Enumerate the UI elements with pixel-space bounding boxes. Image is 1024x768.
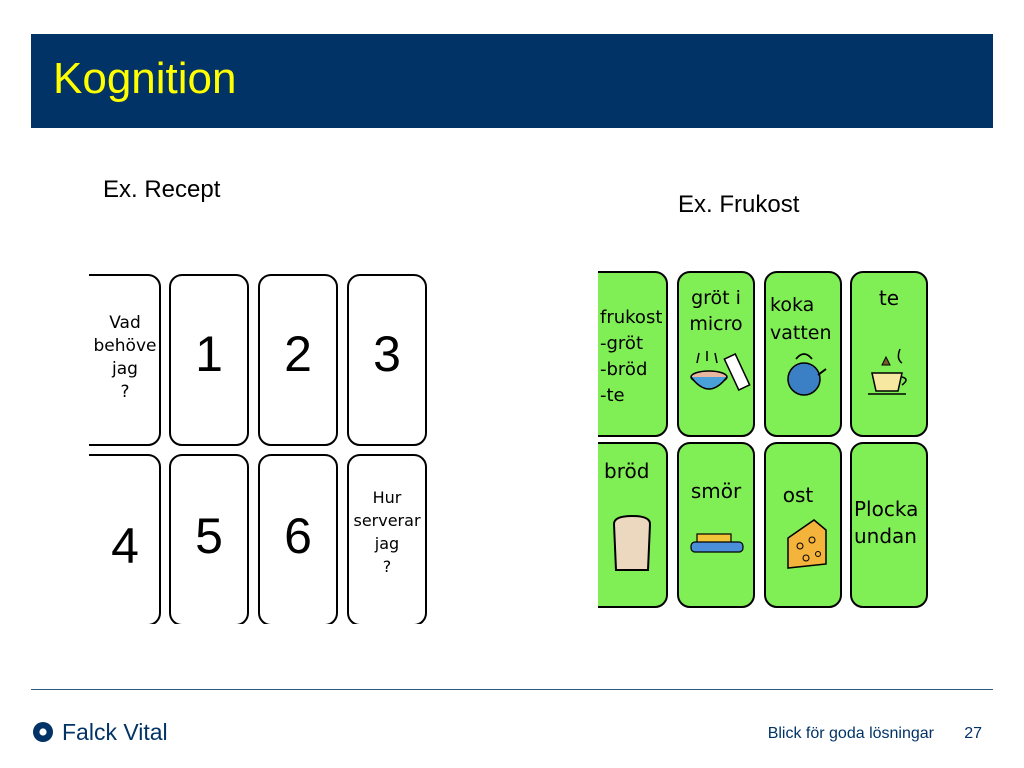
teacup-icon	[868, 348, 907, 395]
frukost-card-butter: smör	[677, 442, 755, 608]
cheese-icon	[787, 519, 827, 569]
kettle-icon	[787, 353, 827, 396]
bread-slice-icon	[612, 514, 652, 571]
card-number: 6	[284, 508, 312, 564]
card-text: smör	[690, 479, 742, 503]
footer-divider	[31, 689, 993, 690]
card-text: Vad behöve jag ?	[93, 313, 157, 402]
brand-name: Falck Vital	[62, 719, 168, 745]
card-text: gröt i micro	[689, 287, 743, 335]
card-number: 1	[195, 326, 223, 382]
card-text: ost	[782, 483, 814, 507]
card-text: Plocka undan	[854, 497, 919, 548]
page-number: 27	[964, 725, 982, 742]
recept-card-question-serve: Hur serverar jag ?	[347, 454, 427, 624]
frukost-card-boil-water: koka vatten	[764, 271, 842, 437]
recept-card-6: 6	[258, 454, 338, 624]
butter-icon	[690, 533, 744, 553]
card-text: te	[878, 286, 900, 310]
title-bar: Kognition	[31, 34, 993, 128]
card-number: 2	[284, 326, 312, 382]
recept-board: Vad behöve jag ? 1 2 3 4 5 6 Hur servera…	[89, 272, 433, 624]
card-text: frukost -gröt -bröd -te	[600, 307, 663, 406]
frukost-board: frukost -gröt -bröd -te gröt i micro kok…	[598, 270, 930, 610]
card-text: bröd	[604, 459, 650, 483]
recept-card-5: 5	[169, 454, 249, 624]
card-number: 3	[373, 326, 401, 382]
frukost-card-clear-away: Plocka undan	[850, 442, 928, 608]
frukost-card-menu: frukost -gröt -bröd -te	[598, 271, 668, 437]
recept-card-question-need: Vad behöve jag ?	[89, 274, 161, 446]
recept-card-3: 3	[347, 274, 427, 446]
card-number: 4	[111, 518, 139, 574]
footer-tagline: Blick för goda lösningar	[767, 725, 934, 742]
falck-logo-icon	[33, 722, 53, 742]
caption-frukost: Ex. Frukost	[678, 191, 800, 218]
frukost-card-tea: te	[850, 271, 928, 437]
frukost-card-porridge: gröt i micro	[677, 271, 755, 437]
caption-recept: Ex. Recept	[103, 176, 221, 203]
recept-card-1: 1	[169, 274, 249, 446]
card-text: koka vatten	[770, 294, 832, 344]
card-text: Hur serverar jag ?	[353, 488, 421, 576]
porridge-bowl-icon	[690, 351, 751, 391]
recept-card-2: 2	[258, 274, 338, 446]
frukost-card-bread: bröd	[598, 442, 668, 608]
card-number: 5	[195, 508, 223, 564]
frukost-card-cheese: ost	[764, 442, 842, 608]
recept-card-4: 4	[89, 454, 161, 624]
slide-title: Kognition	[53, 54, 237, 103]
